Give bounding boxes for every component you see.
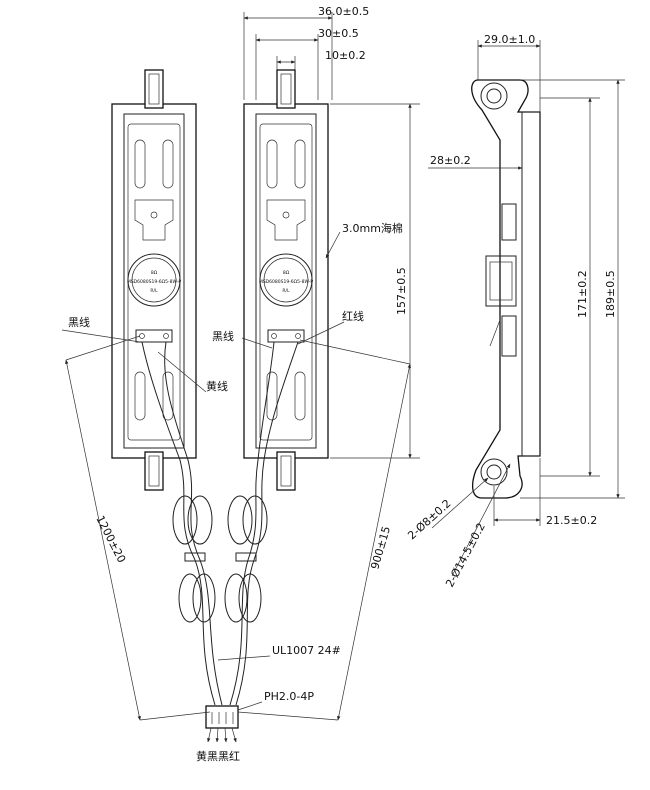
dim-side-width: 29.0±1.0 — [484, 33, 535, 46]
label-connector: PH2.0-4P — [264, 690, 314, 703]
connector-ph20 — [205, 705, 239, 743]
magnet-label-right-3: R/L — [282, 288, 290, 294]
magnet-label-left-1: 8Ω — [151, 270, 158, 276]
dim-depth: 28±0.2 — [430, 154, 471, 167]
magnet-label-left-3: R/L — [150, 288, 158, 294]
label-foam: 3.0mm海棉 — [342, 221, 403, 235]
dim-height-171: 171±0.2 — [576, 270, 589, 318]
dim-offset: 21.5±0.2 — [546, 514, 597, 527]
label-yellow-wire: 黄线 — [206, 379, 228, 393]
magnet-label-right-1: 8Ω — [283, 270, 290, 276]
magnet-label-left-2: MSD6080S19-6Ω5-8W-P — [127, 279, 181, 285]
speaker-right: 8Ω MSD6080S19-6Ω5-8W-P R/L — [243, 69, 329, 491]
magnet-label-right-2: MSD6080S19-6Ω5-8W-P — [259, 279, 313, 285]
label-red-wire: 红线 — [342, 309, 364, 323]
dim-height-157: 157±0.5 — [395, 267, 408, 315]
dim-cable-900: 900±15 — [368, 525, 393, 571]
speaker-left: 8Ω MSD6080S19-6Ω5-8W-P R/L — [111, 69, 197, 491]
label-black-wire-right: 黑线 — [212, 329, 234, 343]
dimension-lines — [61, 12, 625, 721]
label-cable-spec: UL1007 24# — [272, 644, 341, 657]
dim-height-189: 189±0.5 — [604, 270, 617, 318]
dim-width-inner: 30±0.5 — [318, 27, 359, 40]
dim-slot-width: 10±0.2 — [325, 49, 366, 62]
cable-bundle — [141, 341, 299, 706]
label-pin-order: 黄黑黑红 — [196, 749, 240, 763]
label-black-wire-left: 黑线 — [68, 315, 90, 329]
dim-width-total: 36.0±0.5 — [318, 5, 369, 18]
dim-hole-small: 2-Ø8±0.2 — [405, 497, 453, 542]
side-view — [471, 79, 541, 499]
dim-hole-large: 2-Ø14.5±0.2 — [443, 521, 488, 590]
dim-cable-1200: 1200±20 — [93, 513, 128, 565]
